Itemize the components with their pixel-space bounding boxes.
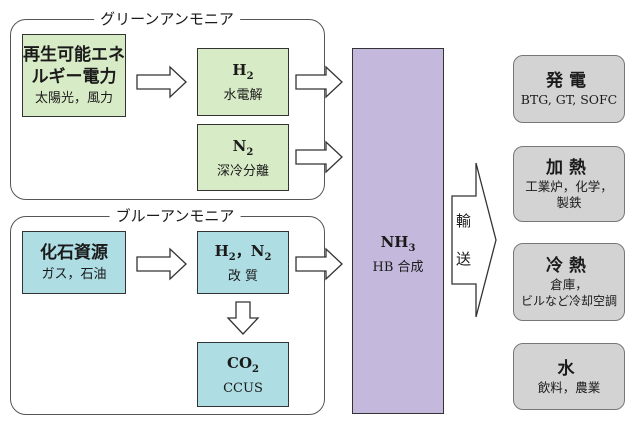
- hb-synthesis-label: HB 合成: [372, 260, 424, 275]
- blue-ammonia-title: ブルーアンモニア: [109, 207, 241, 225]
- output-water: 水 飲料，農業: [513, 343, 625, 410]
- output-cooling: 冷熱 倉庫， ビルなど冷却空調: [513, 243, 625, 321]
- h2-formula: H2: [232, 61, 254, 82]
- output-power-title: 発電: [546, 71, 592, 91]
- fossil-resources-box: 化石資源 ガス，石油: [22, 231, 126, 294]
- renewable-power-sub: 太陽光，風力: [34, 91, 113, 106]
- arrow-n2-to-nh3: [295, 140, 343, 174]
- arrow-fossil-to-h2n2: [136, 247, 187, 281]
- arrow-renewable-to-h2: [136, 65, 187, 99]
- output-cooling-sub-2: ビルなど冷却空調: [520, 294, 617, 308]
- h2-n2-reforming-box: H2，N2 改 質: [197, 231, 289, 294]
- output-cooling-title: 冷熱: [546, 256, 592, 276]
- output-heating-sub-1: 工業炉，化学，: [525, 179, 613, 194]
- output-water-sub: 飲料，農業: [537, 379, 601, 395]
- co2-formula: CO2: [227, 353, 259, 375]
- h2-electrolysis-box: H2 水電解: [197, 48, 289, 116]
- output-cooling-sub-1: 倉庫，: [550, 277, 588, 292]
- h2-electrolysis-label: 水電解: [223, 88, 263, 103]
- transport-label-1: 輸: [456, 212, 472, 230]
- nh3-formula: NH3: [380, 233, 416, 254]
- n2-separation-box: N2 深冷分離: [197, 124, 289, 191]
- arrow-h2n2-to-co2: [226, 301, 260, 335]
- arrow-h2-to-nh3: [295, 65, 343, 99]
- fossil-resources-title: 化石資源: [40, 243, 108, 263]
- output-water-title: 水: [557, 358, 581, 379]
- output-heating: 加熱 工業炉，化学， 製鉄: [513, 146, 625, 222]
- renewable-power-title-2: ルギー電力: [31, 67, 117, 87]
- renewable-power-title-1: 再生可能エネ: [23, 45, 125, 65]
- n2-formula: N2: [232, 136, 254, 158]
- output-heating-sub-2: 製鉄: [556, 195, 582, 210]
- fossil-resources-sub: ガス，石油: [41, 267, 107, 282]
- co2-ccus-box: CO2 CCUS: [197, 342, 289, 407]
- green-ammonia-title: グリーンアンモニア: [94, 10, 240, 28]
- h2-n2-formula: H2，N2: [214, 241, 272, 263]
- output-power-generation: 発電 BTG, GT, SOFC: [513, 55, 625, 123]
- renewable-power-box: 再生可能エネ ルギー電力 太陽光，風力: [22, 34, 126, 117]
- output-power-sub: BTG, GT, SOFC: [520, 92, 618, 107]
- transport-arrow: [451, 162, 497, 318]
- nh3-synthesis-box: NH3 HB 合成: [352, 48, 444, 414]
- reforming-label: 改 質: [227, 268, 259, 284]
- output-heating-title: 加熱: [546, 158, 592, 178]
- ccus-label: CCUS: [223, 380, 263, 396]
- arrow-h2n2-to-nh3: [295, 247, 343, 281]
- n2-separation-label: 深冷分離: [216, 163, 269, 179]
- transport-label-2: 送: [456, 250, 472, 268]
